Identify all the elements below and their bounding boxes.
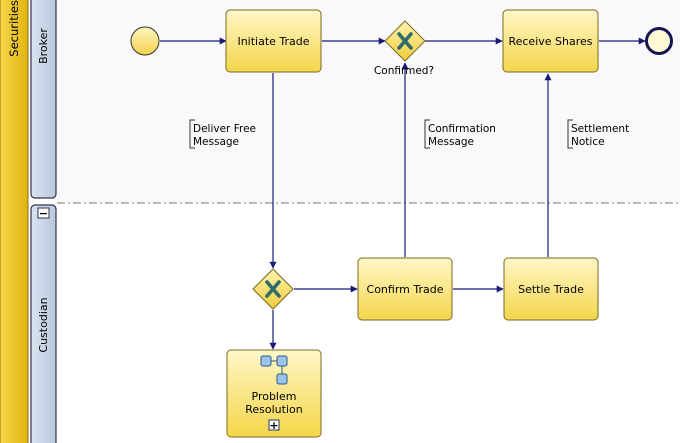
task-label: Settle Trade [518, 283, 584, 296]
annotation-line1: Settlement [571, 123, 629, 135]
annotation-settlement: Settlement Notice [567, 119, 629, 149]
expand-subprocess-button[interactable]: + [268, 419, 280, 432]
annotation-line1: Confirmation [428, 123, 496, 135]
task-label: Initiate Trade [237, 35, 309, 48]
task-label: Receive Shares [508, 35, 592, 48]
annotation-line2: Message [193, 136, 239, 148]
gateway-label-confirmed: Confirmed? [374, 65, 434, 77]
end-event[interactable] [645, 27, 673, 55]
task-initiate-trade[interactable]: Initiate Trade [225, 9, 322, 73]
start-event[interactable] [130, 26, 160, 56]
annotation-line2: Notice [571, 136, 605, 148]
pool-label: Securities [7, 0, 21, 57]
task-confirm-trade[interactable]: Confirm Trade [357, 257, 453, 321]
lane-label-custodian: Custodian [37, 297, 50, 352]
annotation-line1: Deliver Free [193, 123, 256, 135]
annotation-deliver-free: Deliver Free Message [189, 119, 256, 149]
exclusive-x-icon [397, 32, 413, 50]
lane-header-broker: Broker [30, 0, 57, 199]
gateway-confirmed[interactable] [384, 20, 426, 62]
flows [160, 37, 646, 350]
exclusive-x-icon [265, 280, 281, 298]
collapse-icon: − [39, 207, 48, 220]
annotation-line2: Message [428, 136, 474, 148]
task-label-line1: Problem [252, 390, 297, 403]
lane-label-broker: Broker [37, 28, 50, 64]
expand-icon: + [269, 419, 278, 432]
gateway-custodian[interactable] [252, 268, 294, 310]
subprocess-problem-resolution[interactable]: Problem Resolution + [226, 349, 322, 438]
task-receive-shares[interactable]: Receive Shares [502, 9, 599, 73]
lane-header-custodian: − Custodian [30, 204, 57, 443]
task-settle-trade[interactable]: Settle Trade [503, 257, 599, 321]
subprocess-icon [260, 355, 288, 385]
annotation-confirmation: Confirmation Message [424, 119, 496, 149]
task-label: Confirm Trade [367, 283, 444, 296]
pool-header: Securities [0, 0, 29, 443]
task-label-line2: Resolution [245, 403, 303, 416]
lane-collapse-button[interactable]: − [37, 207, 50, 220]
